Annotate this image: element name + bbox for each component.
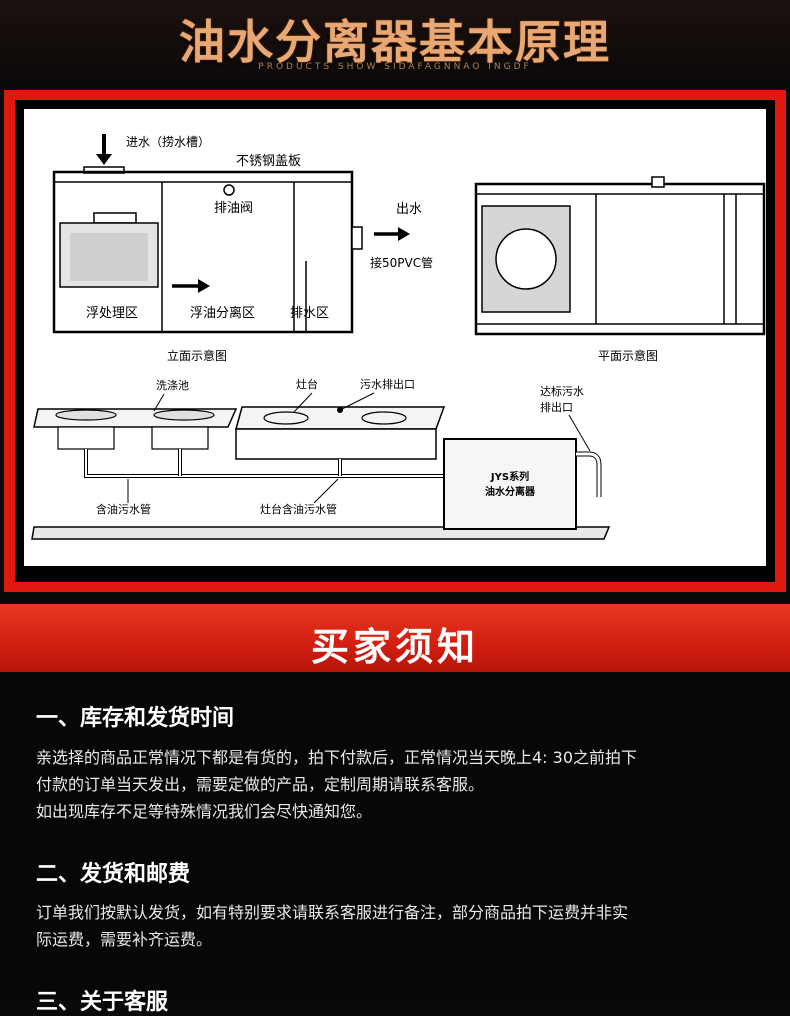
section-line: 际运费，需要补齐运费。	[36, 930, 213, 949]
section-title-stock: 一、库存和发货时间	[36, 706, 235, 731]
plan-caption: 平面示意图	[598, 348, 658, 363]
page-title: 油水分离器基本原理	[179, 15, 611, 69]
unit-label-2: 油水分离器	[485, 485, 536, 498]
discharge-label-2: 排出口	[540, 400, 573, 414]
section-title-shipping: 二、发货和邮费	[36, 862, 191, 887]
page-header: 油水分离器基本原理 PRODUCTS SHOW SIDAFAGNNAO INGD…	[0, 0, 790, 78]
outlet-arrow-icon	[374, 227, 410, 241]
oily-pipe-label: 含油污水管	[96, 502, 151, 516]
stove-label: 灶台	[296, 377, 318, 391]
plan-outline	[474, 182, 766, 336]
burner-icon	[263, 411, 309, 425]
inlet-arrow-icon	[96, 134, 112, 165]
notice-banner: 买家须知	[0, 604, 790, 672]
separator-diagram: 进水（捞水槽） 不锈钢盖板 排油阀 出水 接50PVC管 浮处理区 浮油分离区	[24, 109, 766, 566]
zone-drain-label: 排水区	[290, 306, 329, 321]
oil-valve-label: 排油阀	[214, 201, 253, 216]
notice-banner-title: 买家须知	[310, 625, 479, 669]
sink-label: 洗涤池	[156, 378, 189, 392]
section-body-stock: 亲选择的商品正常情况下都是有货的，拍下付款后，正常情况当天晚上4: 30之前拍下…	[36, 744, 756, 825]
stove-pipe-label: 灶台含油污水管	[260, 502, 337, 516]
outlet-label: 出水	[396, 202, 422, 217]
burner-icon	[361, 411, 407, 425]
flow-arrow-icon	[172, 279, 210, 293]
section-line: 如出现库存不足等特殊情况我们会尽快通知您。	[36, 802, 373, 821]
page-subtitle: PRODUCTS SHOW SIDAFAGNNAO INGDF	[258, 62, 532, 72]
section-body-shipping: 订单我们按默认发货，如有特别要求请联系客服进行备注，部分商品拍下运费并非实 际运…	[36, 899, 756, 953]
unit-label-1: JYS系列	[490, 470, 529, 483]
cover-label: 不锈钢盖板	[236, 154, 301, 169]
plan-basket-circle	[495, 228, 557, 290]
section-line: 亲选择的商品正常情况下都是有货的，拍下付款后，正常情况当天晚上4: 30之前拍下	[36, 748, 638, 767]
oil-valve-icon	[223, 184, 235, 196]
zone-treat-label: 浮处理区	[86, 306, 138, 321]
elevation-caption: 立面示意图	[167, 348, 227, 363]
tank-outline	[52, 170, 354, 334]
section-title-service: 三、关于客服	[36, 990, 169, 1015]
pvc-label: 接50PVC管	[370, 255, 433, 270]
separator-unit	[443, 438, 577, 530]
section-line: 订单我们按默认发货，如有特别要求请联系客服进行备注，部分商品拍下运费并非实	[36, 903, 629, 922]
discharge-label-1: 达标污水	[540, 384, 584, 398]
diagram-svg: 进水（捞水槽） 不锈钢盖板 排油阀 出水 接50PVC管 浮处理区 浮油分离区	[31, 134, 766, 540]
notice-content	[0, 672, 790, 1000]
sewage-outlet-label: 污水排出口	[360, 377, 415, 391]
zone-separation-label: 浮油分离区	[190, 305, 255, 321]
inlet-label: 进水（捞水槽）	[126, 135, 210, 149]
section-line: 付款的订单当天发出，需要定做的产品，定制周期请联系客服。	[36, 775, 485, 794]
